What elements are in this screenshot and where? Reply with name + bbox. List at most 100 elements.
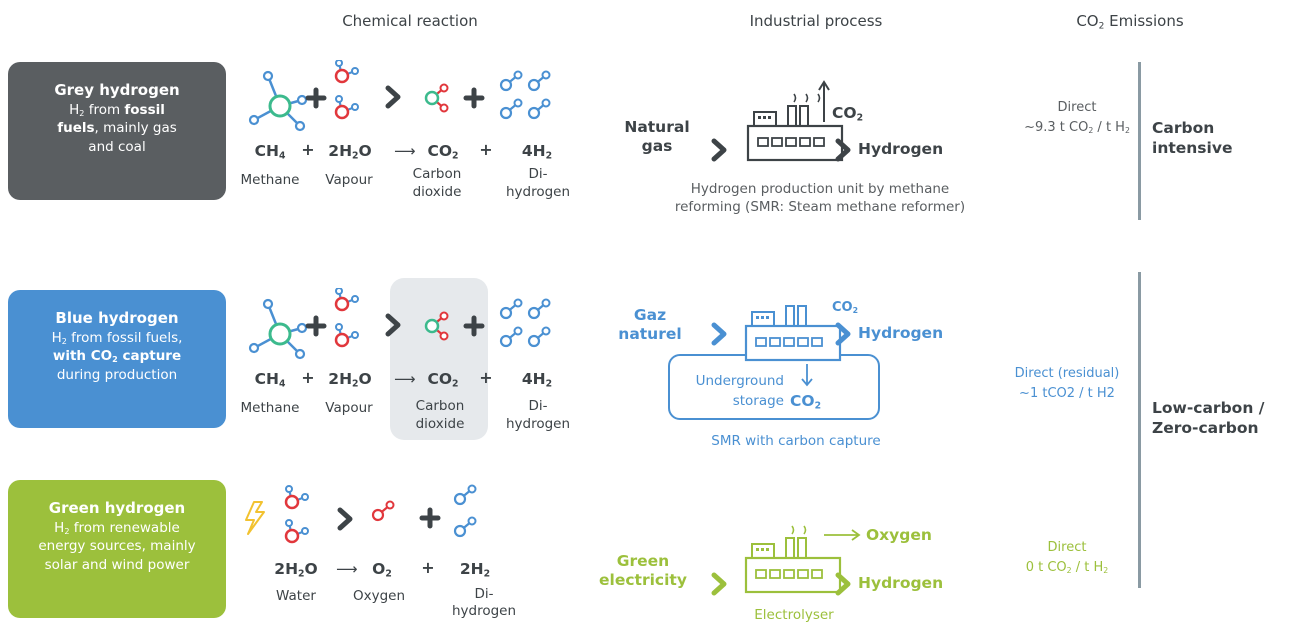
h2-molecule-icon xyxy=(499,70,523,92)
grey-name-vapour: Vapour xyxy=(325,172,373,188)
water-molecule-icon xyxy=(334,60,360,84)
green-name-dihydrogen: Di-hydrogen xyxy=(451,586,517,619)
blue-plus-2: + xyxy=(479,368,493,387)
plus-icon xyxy=(466,318,482,334)
blue-storage-co2: CO2 xyxy=(790,392,822,412)
green-name-oxygen: Oxygen xyxy=(352,588,406,604)
blue-formula-co2: CO2 xyxy=(427,370,459,390)
grey-name-dihydrogen: Di-hydrogen xyxy=(505,166,571,200)
factory-icon xyxy=(744,525,842,594)
grey-formula-co2: CO2 xyxy=(427,142,459,162)
lowcarbon-classification: Low-carbon /Zero-carbon xyxy=(1152,399,1265,438)
grey-process-output: Hydrogen xyxy=(858,140,944,158)
grey-divider xyxy=(1138,62,1141,220)
chevron-right-icon xyxy=(832,572,856,596)
factory-icon xyxy=(746,80,844,162)
plus-icon xyxy=(422,510,438,526)
blue-process-caption: SMR with carbon capture xyxy=(711,433,881,449)
green-hydrogen-title: Green hydrogen xyxy=(48,499,186,517)
chevron-right-icon xyxy=(832,322,856,346)
factory-icon xyxy=(744,304,842,362)
h2-molecule-icon xyxy=(527,98,551,120)
blue-emissions: Direct (residual)~1 tCO2 / t H2 xyxy=(1014,366,1120,402)
chevron-right-icon xyxy=(388,88,398,106)
co2-molecule-icon xyxy=(424,83,449,113)
green-plus: + xyxy=(421,558,435,577)
plus-icon xyxy=(308,90,324,106)
h2-molecule-icon xyxy=(453,484,477,506)
grey-hydrogen-card: Grey hydrogen H2 from fossil fuels, main… xyxy=(8,62,226,200)
chevron-right-icon xyxy=(708,322,732,346)
h2-molecule-icon xyxy=(527,70,551,92)
blue-formula-ch4: CH4 xyxy=(254,370,286,390)
blue-formula-h2: 4H2 xyxy=(521,370,553,390)
green-process-output-hydrogen: Hydrogen xyxy=(858,574,944,592)
grey-formula-h2: 4H2 xyxy=(521,142,553,162)
plus-icon xyxy=(308,318,324,334)
co2-molecule-icon xyxy=(424,311,449,341)
blue-plus-1: + xyxy=(301,368,315,387)
green-process-output-oxygen: Oxygen xyxy=(866,526,932,544)
methane-molecule-icon xyxy=(248,70,308,132)
grey-name-methane: Methane xyxy=(240,172,300,188)
chevron-right-icon xyxy=(832,138,856,162)
green-arrow: ⟶ xyxy=(336,560,358,578)
blue-reaction-molecules xyxy=(248,288,551,360)
water-molecule-icon xyxy=(334,94,360,120)
green-formula-o2: O2 xyxy=(372,560,392,580)
h2-molecule-icon xyxy=(527,298,551,320)
green-formula-h2o: 2H2O xyxy=(274,560,318,580)
h2-molecule-icon xyxy=(499,298,523,320)
water-molecule-icon xyxy=(284,484,310,510)
grey-emissions: Direct~9.3 t CO2 / t H2 xyxy=(1024,100,1130,136)
grey-formula-h2o: 2H2O xyxy=(328,142,372,162)
blue-process-output: Hydrogen xyxy=(858,324,944,342)
o2-molecule-icon xyxy=(371,500,395,522)
water-molecule-icon xyxy=(284,518,310,544)
blue-name-dihydrogen: Di-hydrogen xyxy=(505,398,571,432)
header-co2-emissions: CO2 Emissions xyxy=(1076,12,1184,32)
blue-arrow: ⟶ xyxy=(394,370,416,388)
blue-formula-h2o: 2H2O xyxy=(328,370,372,390)
water-molecule-icon xyxy=(334,288,360,312)
green-reaction-molecules xyxy=(245,484,477,544)
grey-reaction-molecules xyxy=(248,60,551,132)
header-industrial-process: Industrial process xyxy=(749,12,883,30)
green-process-caption: Electrolyser xyxy=(754,607,834,623)
lightning-icon xyxy=(245,501,265,535)
grey-plus-1: + xyxy=(301,140,315,159)
grey-hydrogen-title: Grey hydrogen xyxy=(54,81,180,99)
green-name-water: Water xyxy=(276,588,316,604)
chevron-right-icon xyxy=(340,510,350,528)
water-molecule-icon xyxy=(334,322,360,348)
grey-arrow: ⟶ xyxy=(394,142,416,160)
chevron-right-icon xyxy=(708,572,732,596)
blue-name-methane: Methane xyxy=(240,400,300,416)
grey-process-co2: CO2 xyxy=(832,104,864,124)
grey-formula-ch4: CH4 xyxy=(254,142,286,162)
h2-molecule-icon xyxy=(499,326,523,348)
h2-molecule-icon xyxy=(453,516,477,538)
blue-co2-highlight xyxy=(390,278,488,440)
blue-name-vapour: Vapour xyxy=(325,400,373,416)
blue-process-co2: CO2 xyxy=(832,300,859,315)
h2-molecule-icon xyxy=(527,326,551,348)
plus-icon xyxy=(466,90,482,106)
green-formula-h2: 2H2 xyxy=(459,560,491,580)
h2-molecule-icon xyxy=(499,98,523,120)
chevron-right-icon xyxy=(388,316,398,334)
chevron-right-icon xyxy=(708,138,732,162)
lowcarbon-divider xyxy=(1138,272,1141,588)
blue-hydrogen-card: Blue hydrogen H2 from fossil fuels, with… xyxy=(8,290,226,428)
arrow-right-icon xyxy=(824,529,861,541)
grey-plus-2: + xyxy=(479,140,493,159)
